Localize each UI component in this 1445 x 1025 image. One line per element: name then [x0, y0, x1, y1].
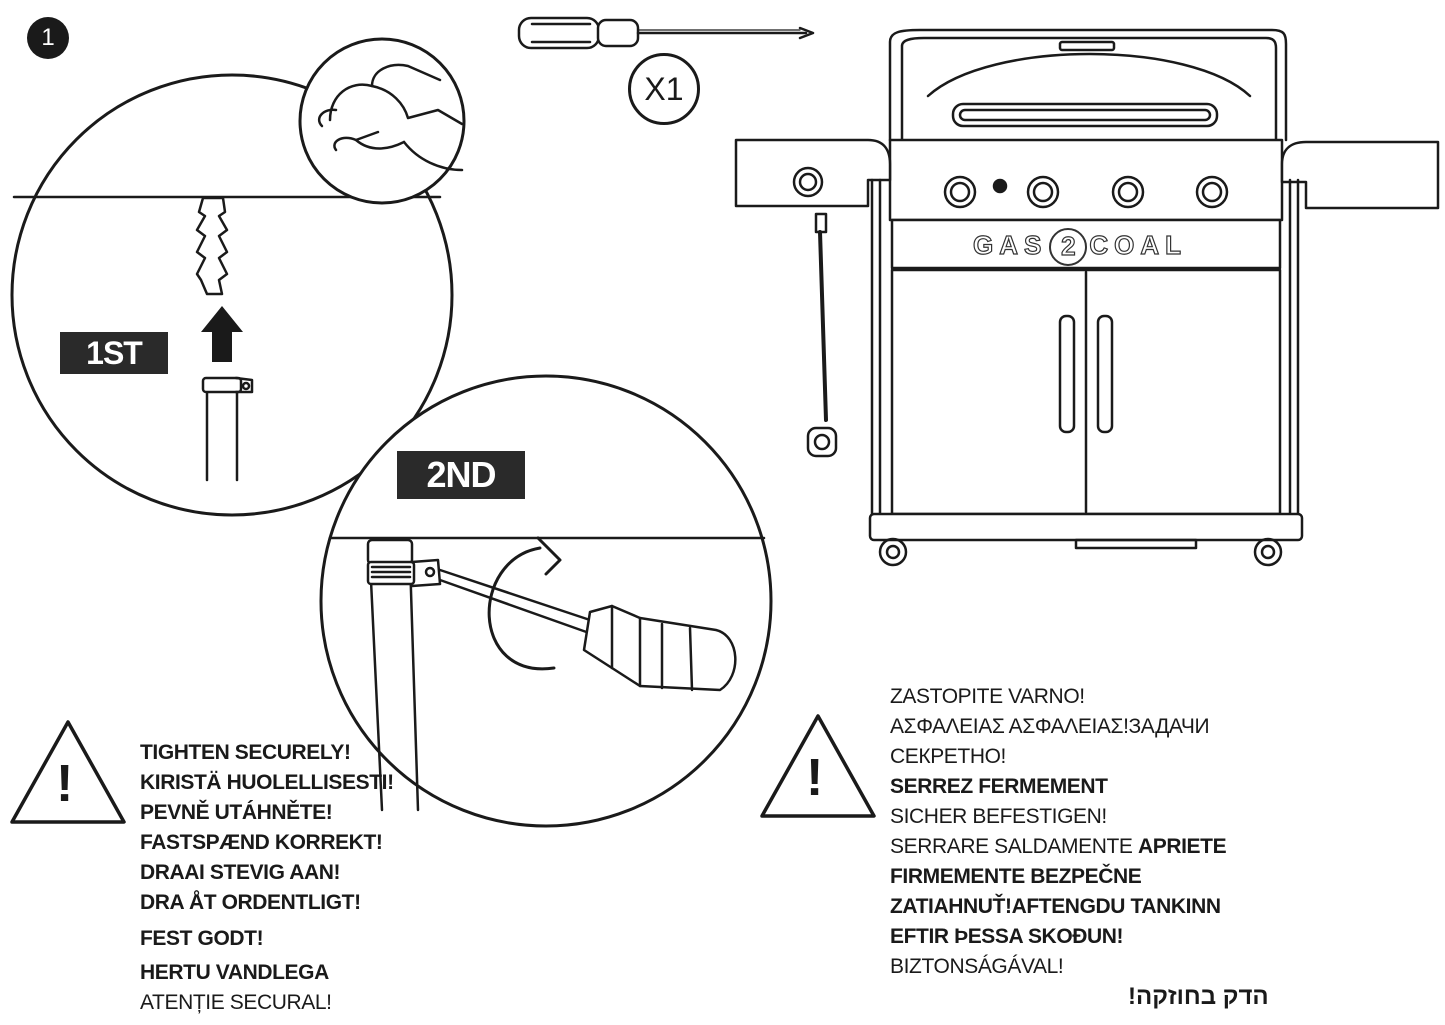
warning-line: KIRISTÄ HUOLELLISESTI! — [140, 771, 394, 794]
warning-line: СЕКРЕТНО! — [890, 745, 1006, 768]
warning-line: ZASTOPITE VARNO! — [890, 685, 1085, 708]
warning-line: SERRARE SALDAMENTE APRIETE — [890, 832, 1227, 862]
brand-mid: 2 — [1049, 228, 1088, 266]
warning-line: FEST GODT! — [140, 927, 264, 950]
step-label-2nd: 2ND — [397, 451, 525, 499]
warning-line: HERTU VANDLEGA — [140, 961, 329, 984]
warning-triangle-left-icon — [10, 720, 126, 824]
warning-triangle-right-icon — [760, 714, 876, 818]
warning-list-right: ZASTOPITE VARNO! ΑΣΦΑΛΕΙΑΣ ΑΣΦΑΛΕΙΑΣ!ЗАД… — [890, 682, 1227, 982]
tool-quantity: X1 — [628, 53, 700, 125]
warning-line-hebrew: הדק בחוזקה! — [1128, 983, 1269, 1010]
warning-list-left: TIGHTEN SECURELY! KIRISTÄ HUOLELLISESTI!… — [140, 738, 394, 1018]
step-label-1st: 1ST — [60, 332, 168, 374]
warning-line: EFTIR ÞESSA SKOÐUN! — [890, 925, 1124, 948]
warning-line: DRAAI STEVIG AAN! — [140, 861, 341, 884]
step-number-badge: 1 — [27, 17, 69, 59]
warning-line: ATENȚIE SECURAL! — [140, 991, 332, 1014]
exclamation-icon: ! — [56, 755, 74, 813]
warning-line: SERREZ FERMEMENT — [890, 775, 1108, 798]
grill-drawing — [734, 28, 1440, 567]
warning-line: FIRMEMENTE BEZPEČNE — [890, 865, 1142, 888]
exclamation-icon: ! — [806, 749, 824, 807]
brand-left: GAS — [972, 229, 1048, 260]
warning-line: PEVNĚ UTÁHNĚTE! — [140, 801, 333, 824]
warning-line: SICHER BEFESTIGEN! — [890, 805, 1107, 828]
warning-line: ΑΣΦΑΛΕΙΑΣ ΑΣΦΑΛΕΙΑΣ!ЗАДАЧИ — [890, 715, 1210, 738]
warning-line: BIZTONSÁGÁVAL! — [890, 955, 1064, 978]
warning-line: TIGHTEN SECURELY! — [140, 741, 351, 764]
warning-line-part: SERRARE SALDAMENTE — [890, 835, 1138, 858]
hand-detail-circle — [298, 37, 466, 205]
screwdriver-tool-icon — [517, 16, 815, 50]
warning-line: DRA ÅT ORDENTLIGT! — [140, 891, 361, 914]
warning-line-part: APRIETE — [1137, 835, 1227, 858]
warning-line: ZATIAHNUŤ!AFTENGDU TANKINN — [890, 895, 1221, 918]
warning-line: FASTSPÆND KORREKT! — [140, 831, 383, 854]
brand-right: COAL — [1089, 229, 1188, 260]
